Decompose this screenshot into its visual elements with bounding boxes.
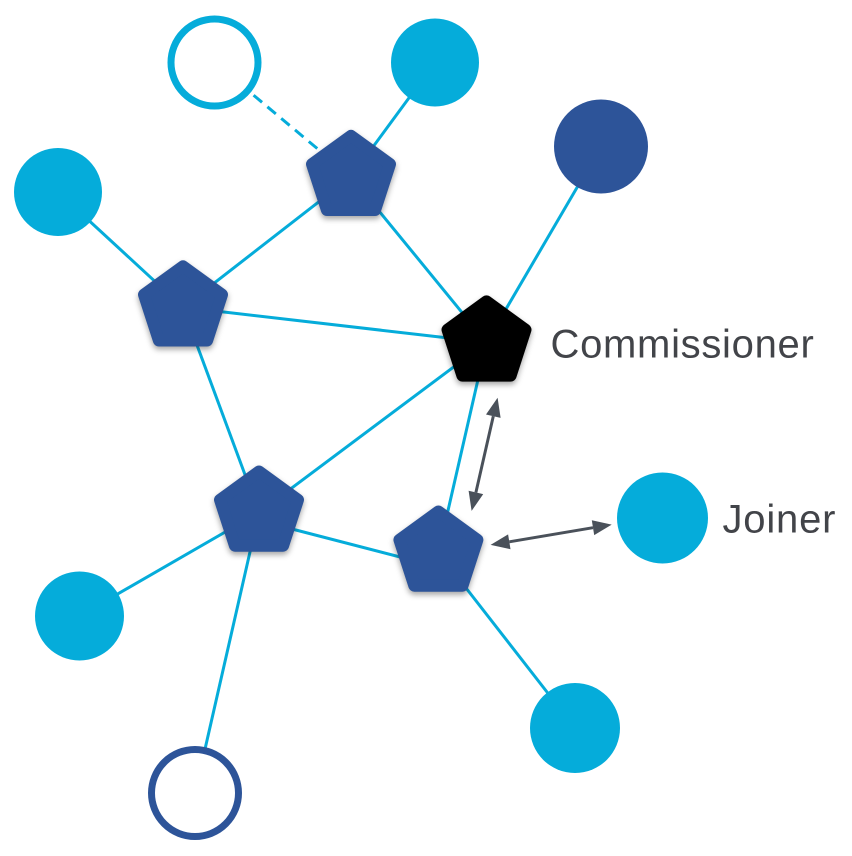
svg-text:Joiner: Joiner — [723, 498, 837, 542]
svg-text:Commissioner: Commissioner — [551, 323, 815, 367]
